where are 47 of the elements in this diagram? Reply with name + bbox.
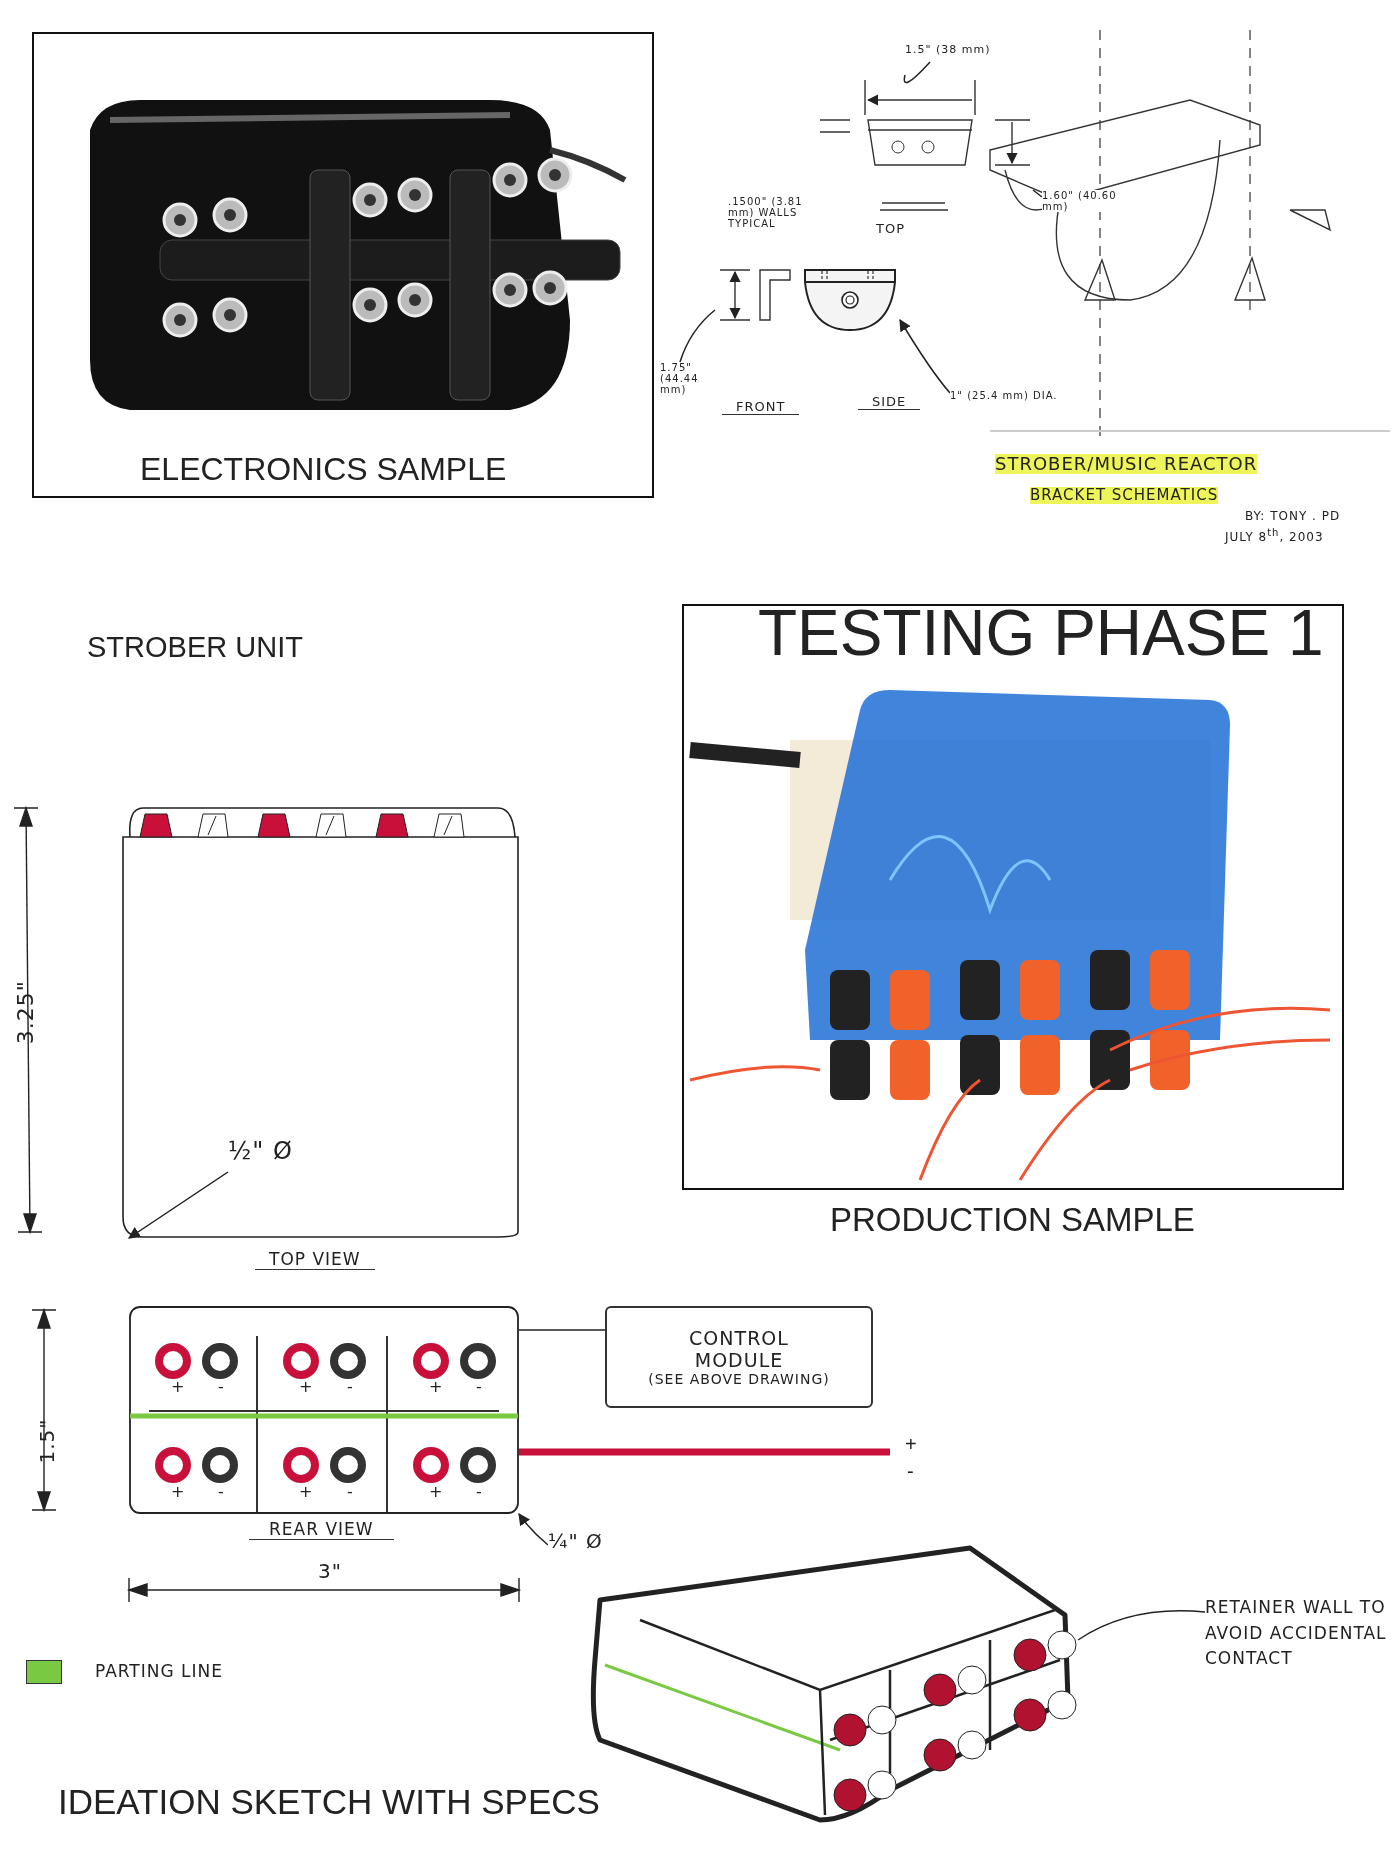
product-name: STROBER UNIT bbox=[87, 632, 303, 664]
polarity-sign: - bbox=[218, 1483, 225, 1501]
polarity-sign: + bbox=[299, 1378, 314, 1396]
leader-line bbox=[128, 1171, 229, 1239]
view-caption: FRONT bbox=[722, 400, 800, 416]
polarity-sign: - bbox=[907, 1460, 914, 1482]
caption: IDEATION SKETCH WITH SPECS bbox=[58, 1783, 600, 1822]
dimension-label: 1.5" (38 mm) bbox=[905, 44, 991, 57]
caption: ELECTRONICS SAMPLE bbox=[140, 452, 507, 488]
dimension-label: 1.5" bbox=[35, 1418, 58, 1464]
leader-line bbox=[1077, 1610, 1206, 1641]
module-note: (SEE ABOVE DRAWING) bbox=[648, 1371, 830, 1387]
leader-line bbox=[903, 61, 931, 84]
polarity-sign: + bbox=[299, 1483, 314, 1501]
leader-line bbox=[679, 309, 716, 363]
view-caption: SIDE bbox=[858, 395, 921, 411]
module-box bbox=[605, 1306, 873, 1408]
dimension-label: 3" bbox=[318, 1560, 342, 1582]
panel-title: TESTING PHASE 1 bbox=[758, 598, 1324, 669]
polarity-sign: + bbox=[905, 1433, 917, 1455]
polarity-sign: + bbox=[429, 1483, 444, 1501]
dimension-label: 1" (25.4 mm) DIA. bbox=[950, 390, 1058, 401]
module-label: CONTROL MODULE bbox=[688, 1327, 790, 1371]
polarity-sign: + bbox=[171, 1378, 186, 1396]
cable bbox=[518, 1329, 606, 1331]
dimension-label: .1500" (3.81 mm) WALLS TYPICAL bbox=[728, 196, 804, 229]
polarity-sign: + bbox=[429, 1378, 444, 1396]
polarity-sign: - bbox=[347, 1378, 354, 1396]
date-note: JULY 8$^{th}$, 2003 bbox=[1225, 527, 1324, 545]
drawing-title: STROBER/MUSIC REACTOR bbox=[995, 454, 1258, 474]
author-note: BY: TONY . PD bbox=[1245, 510, 1341, 524]
polarity-sign: + bbox=[171, 1483, 186, 1501]
caption: PRODUCTION SAMPLE bbox=[830, 1202, 1195, 1239]
polarity-sign: - bbox=[476, 1378, 483, 1396]
view-caption: REAR VIEW bbox=[249, 1520, 394, 1540]
leader-line bbox=[899, 318, 951, 394]
dimension-label: 3.25" bbox=[13, 980, 39, 1045]
dimension-label: ¼" Ø bbox=[548, 1530, 603, 1552]
legend-label: PARTING LINE bbox=[95, 1662, 223, 1681]
view-caption: TOP VIEW bbox=[255, 1250, 375, 1270]
polarity-sign: - bbox=[347, 1483, 354, 1501]
drawing-subtitle: BRACKET SCHEMATICS bbox=[1030, 487, 1219, 504]
view-caption: TOP bbox=[876, 222, 905, 237]
leader-line bbox=[1032, 189, 1043, 198]
polarity-sign: - bbox=[218, 1378, 225, 1396]
leader-line bbox=[518, 1513, 549, 1546]
polarity-sign: - bbox=[476, 1483, 483, 1501]
